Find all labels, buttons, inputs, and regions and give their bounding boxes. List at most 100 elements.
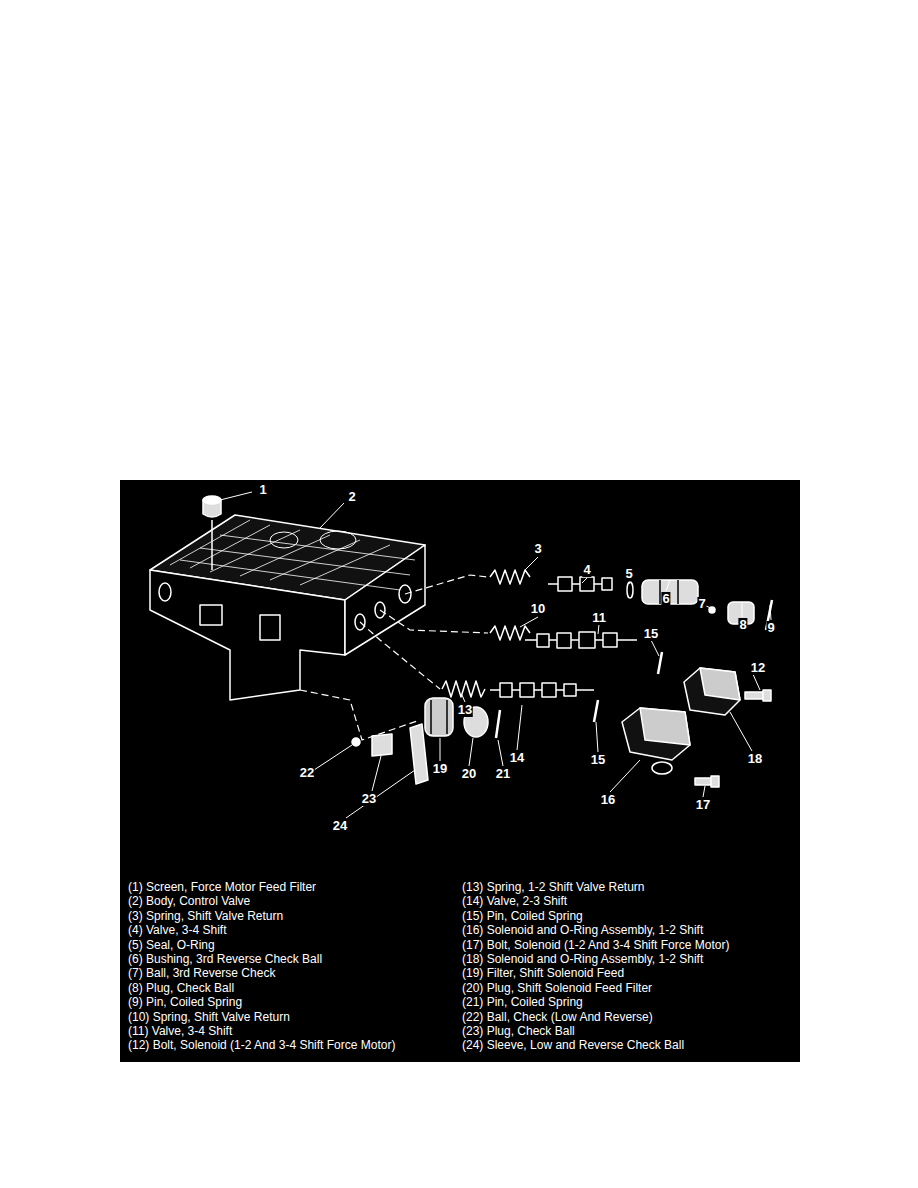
leader-line [220, 492, 252, 500]
parts-list-entry: (24) Sleeve, Low and Reverse Check Ball [462, 1038, 684, 1052]
leader-line [498, 740, 503, 766]
leader-line [517, 705, 522, 750]
callout-number: 5 [624, 567, 633, 581]
parts-list-entry: (3) Spring, Shift Valve Return [128, 909, 283, 923]
shift-valve [490, 683, 594, 697]
callout-number: 22 [299, 766, 315, 780]
screen-filter-top [203, 496, 221, 504]
parts-list-entry: (13) Spring, 1-2 Shift Valve Return [462, 880, 645, 894]
leader-line [596, 722, 598, 752]
assembly-line [360, 622, 440, 689]
callout-number: 24 [332, 819, 348, 833]
callout-number: 15 [643, 627, 659, 641]
parts-list-entry: (11) Valve, 3-4 Shift [128, 1024, 232, 1038]
check-ball [352, 738, 360, 746]
parts-list-entry: (17) Bolt, Solenoid (1-2 And 3-4 Shift F… [462, 938, 729, 952]
callout-number: 10 [530, 602, 546, 616]
spring [490, 570, 530, 584]
valve-body-side [345, 545, 425, 655]
callout-number: 7 [697, 597, 706, 611]
leader-line [346, 770, 415, 818]
force-motor-solenoid-face [700, 668, 740, 700]
parts-list-entry: (16) Solenoid and O-Ring Assembly, 1-2 S… [462, 923, 703, 937]
callout-number: 13 [457, 703, 473, 717]
coiled-pin [594, 700, 598, 722]
callout-number: 2 [347, 490, 356, 504]
leader-line [440, 738, 441, 761]
callout-number: 4 [582, 563, 591, 577]
parts-list-entry: (2) Body, Control Valve [128, 894, 250, 908]
leader-line [320, 503, 344, 528]
leader-line [598, 624, 599, 634]
parts-list-entry: (20) Plug, Shift Solenoid Feed Filter [462, 981, 652, 995]
body-port [159, 583, 171, 601]
parts-list-entry: (5) Seal, O-Ring [128, 938, 215, 952]
callout-number: 6 [661, 592, 670, 606]
callout-number: 23 [361, 792, 377, 806]
leader-line [651, 640, 659, 656]
shift-valve [525, 632, 637, 648]
parts-list-entry: (18) Solenoid and O-Ring Assembly, 1-2 S… [462, 952, 703, 966]
leader-line [372, 756, 381, 791]
parts-list-entry: (19) Filter, Shift Solenoid Feed [462, 966, 624, 980]
callout-number: 19 [432, 762, 448, 776]
callout-number: 8 [738, 618, 747, 632]
leader-line [520, 617, 538, 627]
black-panel [120, 480, 800, 1062]
solenoid-bolt [745, 690, 771, 701]
parts-list-entry: (10) Spring, Shift Valve Return [128, 1010, 290, 1024]
valve-body-front [150, 570, 345, 700]
leader-line [629, 582, 630, 584]
callout-number: 21 [495, 767, 511, 781]
leader-line [469, 738, 473, 766]
callout-number: 9 [766, 621, 775, 635]
parts-list-entry: (12) Bolt, Solenoid (1-2 And 3-4 Shift F… [128, 1038, 395, 1052]
spring [490, 626, 530, 640]
shift-solenoid [622, 708, 690, 760]
callout-number: 14 [509, 751, 525, 765]
leader-line [703, 786, 705, 797]
check-ball-sleeve [410, 724, 428, 784]
leader-line [730, 712, 752, 751]
assembly-line [380, 610, 488, 633]
leader-line [610, 760, 640, 792]
leader-line [582, 578, 587, 583]
leader-line [770, 605, 771, 620]
parts-list-entry: (22) Ball, Check (Low And Reverse) [462, 1010, 653, 1024]
check-ball-plug [372, 734, 392, 756]
parts-list-entry: (7) Ball, 3rd Reverse Check [128, 966, 275, 980]
solenoid-feed-filter [425, 698, 453, 736]
leader-line [314, 745, 352, 770]
assembly-line [300, 690, 420, 740]
callout-number: 15 [590, 753, 606, 767]
body-notch [260, 615, 280, 640]
parts-list-entry: (23) Plug, Check Ball [462, 1024, 575, 1038]
parts-list-entry: (8) Plug, Check Ball [128, 981, 234, 995]
assembly-line [405, 575, 488, 594]
parts-list-entry: (9) Pin, Coiled Spring [128, 995, 242, 1009]
o-ring-seal [627, 582, 633, 598]
parts-list-entry: (1) Screen, Force Motor Feed Filter [128, 880, 316, 894]
parts-list-entry: (6) Bushing, 3rd Reverse Check Ball [128, 952, 322, 966]
coiled-pin [496, 710, 500, 738]
callout-number: 16 [600, 793, 616, 807]
callout-number: 1 [258, 483, 267, 497]
callout-number: 3 [533, 542, 542, 556]
leader-line [525, 557, 538, 570]
solenoid-bolt [695, 776, 719, 787]
callout-number: 12 [750, 661, 766, 675]
assembly-line [211, 520, 213, 570]
body-channels [170, 520, 415, 590]
callout-number: 18 [747, 752, 763, 766]
spring [442, 681, 485, 697]
shift-valve [548, 577, 612, 591]
leader-line [666, 580, 670, 591]
force-motor-solenoid [684, 668, 740, 715]
parts-list-entry: (21) Pin, Coiled Spring [462, 995, 583, 1009]
callout-number: 20 [461, 767, 477, 781]
body-notch [200, 605, 222, 625]
callout-number: 11 [591, 611, 607, 625]
leader-line [462, 695, 465, 702]
leader-line [742, 603, 743, 617]
